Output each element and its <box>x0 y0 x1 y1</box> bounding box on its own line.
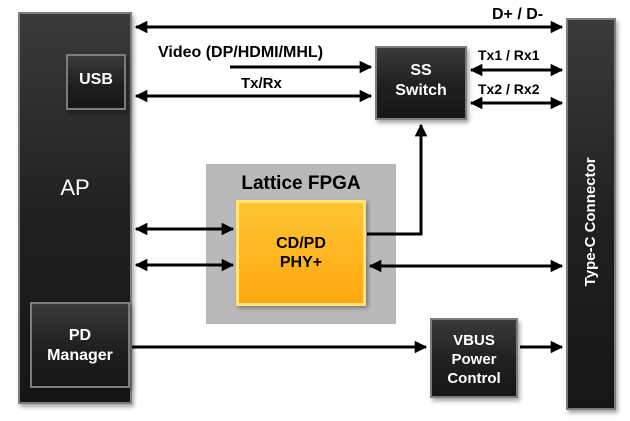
usb-block <box>66 54 126 110</box>
vbus-label-line1: VBUS <box>453 332 495 349</box>
dp-dm-label: D+ / D- <box>492 6 544 23</box>
ap-label: AP <box>60 175 90 200</box>
ss-switch-block <box>375 46 467 120</box>
txrx-label: Tx/Rx <box>241 75 282 92</box>
vbus-power-control-block <box>430 318 518 398</box>
fpga-group-label: Lattice FPGA <box>241 173 361 194</box>
tx2rx2-label: Tx2 / Rx2 <box>478 81 540 97</box>
vbus-label-line3: Control <box>447 370 501 387</box>
tx1rx1-label: Tx1 / Rx1 <box>478 47 540 63</box>
video-label: Video (DP/HDMI/MHL) <box>158 44 324 61</box>
type-c-connector-block <box>566 18 616 410</box>
cdpd-label-line2: PHY+ <box>279 254 323 271</box>
ss-switch-label-line1: SS <box>410 62 432 79</box>
pd-manager-block <box>30 302 130 388</box>
cdpd-phy-block <box>236 200 366 306</box>
ss-switch-label-line2: Switch <box>395 82 447 99</box>
phy-to-switch-arrow <box>367 123 428 236</box>
vbus-label-line2: Power <box>451 351 497 368</box>
cdpd-label-line1: CD/PD <box>276 235 326 252</box>
pd-manager-label-line1: PD <box>68 327 92 344</box>
pd-manager-label-line2: Manager <box>47 347 113 364</box>
usb-label: USB <box>79 71 113 88</box>
